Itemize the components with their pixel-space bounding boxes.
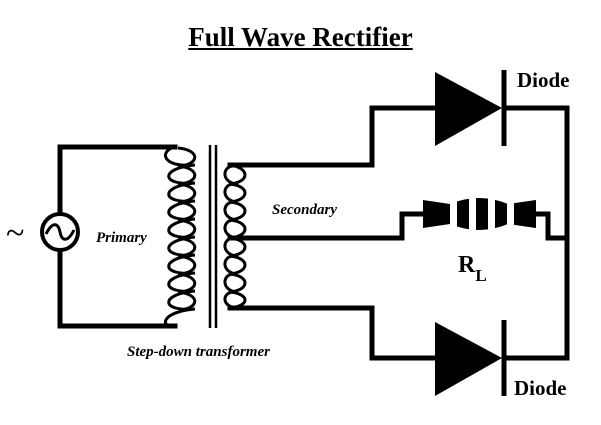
secondary-wire-bottom <box>227 305 438 361</box>
load-resistor <box>423 198 536 230</box>
secondary-wire-top <box>227 105 438 168</box>
secondary-label: Secondary <box>272 202 337 218</box>
load-label-subscript: L <box>475 266 486 285</box>
ac-symbol: ~ <box>6 215 24 252</box>
diode-top-label: Diode <box>517 68 570 92</box>
transformer-label: Step-down transformer <box>127 344 270 360</box>
primary-wire-bottom <box>57 248 178 329</box>
diagram-title: Full Wave Rectifier <box>188 22 413 52</box>
secondary-coil <box>223 163 247 310</box>
primary-label: Primary <box>96 230 147 246</box>
transformer-core <box>208 145 218 328</box>
diode-bottom-label: Diode <box>514 376 567 400</box>
ac-source <box>40 212 80 252</box>
output-rail <box>502 105 570 361</box>
center-tap-wire <box>227 211 426 241</box>
diode-bottom <box>435 320 507 396</box>
load-wire-right <box>533 211 570 241</box>
primary-coil <box>164 145 197 328</box>
load-label-main: R <box>458 252 476 278</box>
load-label: RL <box>458 252 487 285</box>
diode-top <box>435 70 507 146</box>
primary-wire-top <box>57 144 178 217</box>
